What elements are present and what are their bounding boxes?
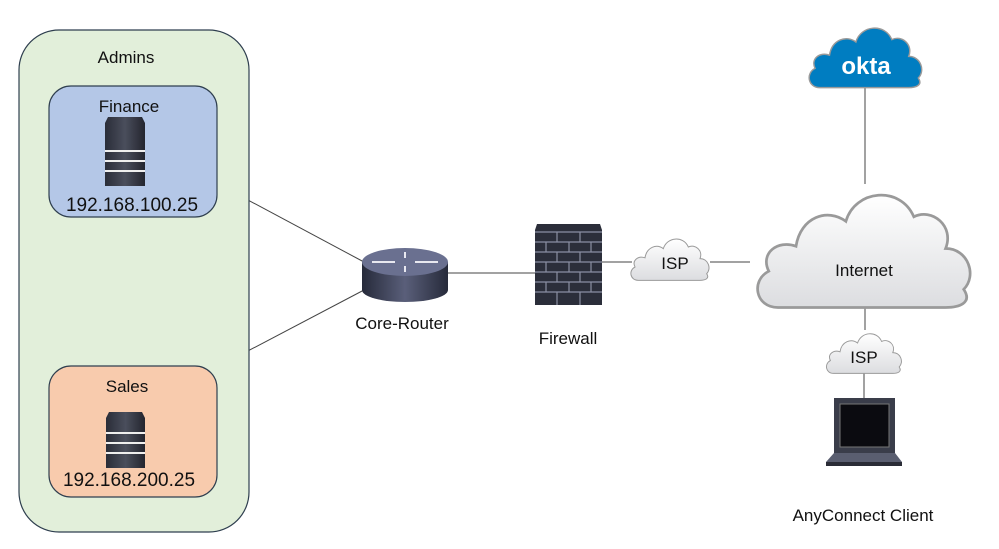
server-icon — [105, 117, 145, 186]
router-icon — [362, 248, 448, 302]
links — [144, 86, 866, 406]
admins-label: Admins — [98, 48, 155, 67]
client-label: AnyConnect Client — [793, 506, 934, 525]
okta-logo-text: okta — [841, 53, 891, 80]
isp1-label: ISP — [661, 254, 688, 273]
finance-label: Finance — [99, 97, 159, 116]
router-label: Core-Router — [355, 314, 449, 333]
isp2-label: ISP — [850, 348, 877, 367]
laptop-icon — [826, 398, 902, 466]
finance-ip: 192.168.100.25 — [66, 195, 198, 216]
firewall-icon — [535, 224, 602, 305]
server-icon — [106, 412, 145, 468]
sales-label: Sales — [106, 377, 149, 396]
sales-ip: 192.168.200.25 — [63, 470, 195, 491]
cloud-icon — [756, 193, 972, 309]
internet-label: Internet — [835, 261, 893, 280]
firewall-label: Firewall — [539, 329, 598, 348]
